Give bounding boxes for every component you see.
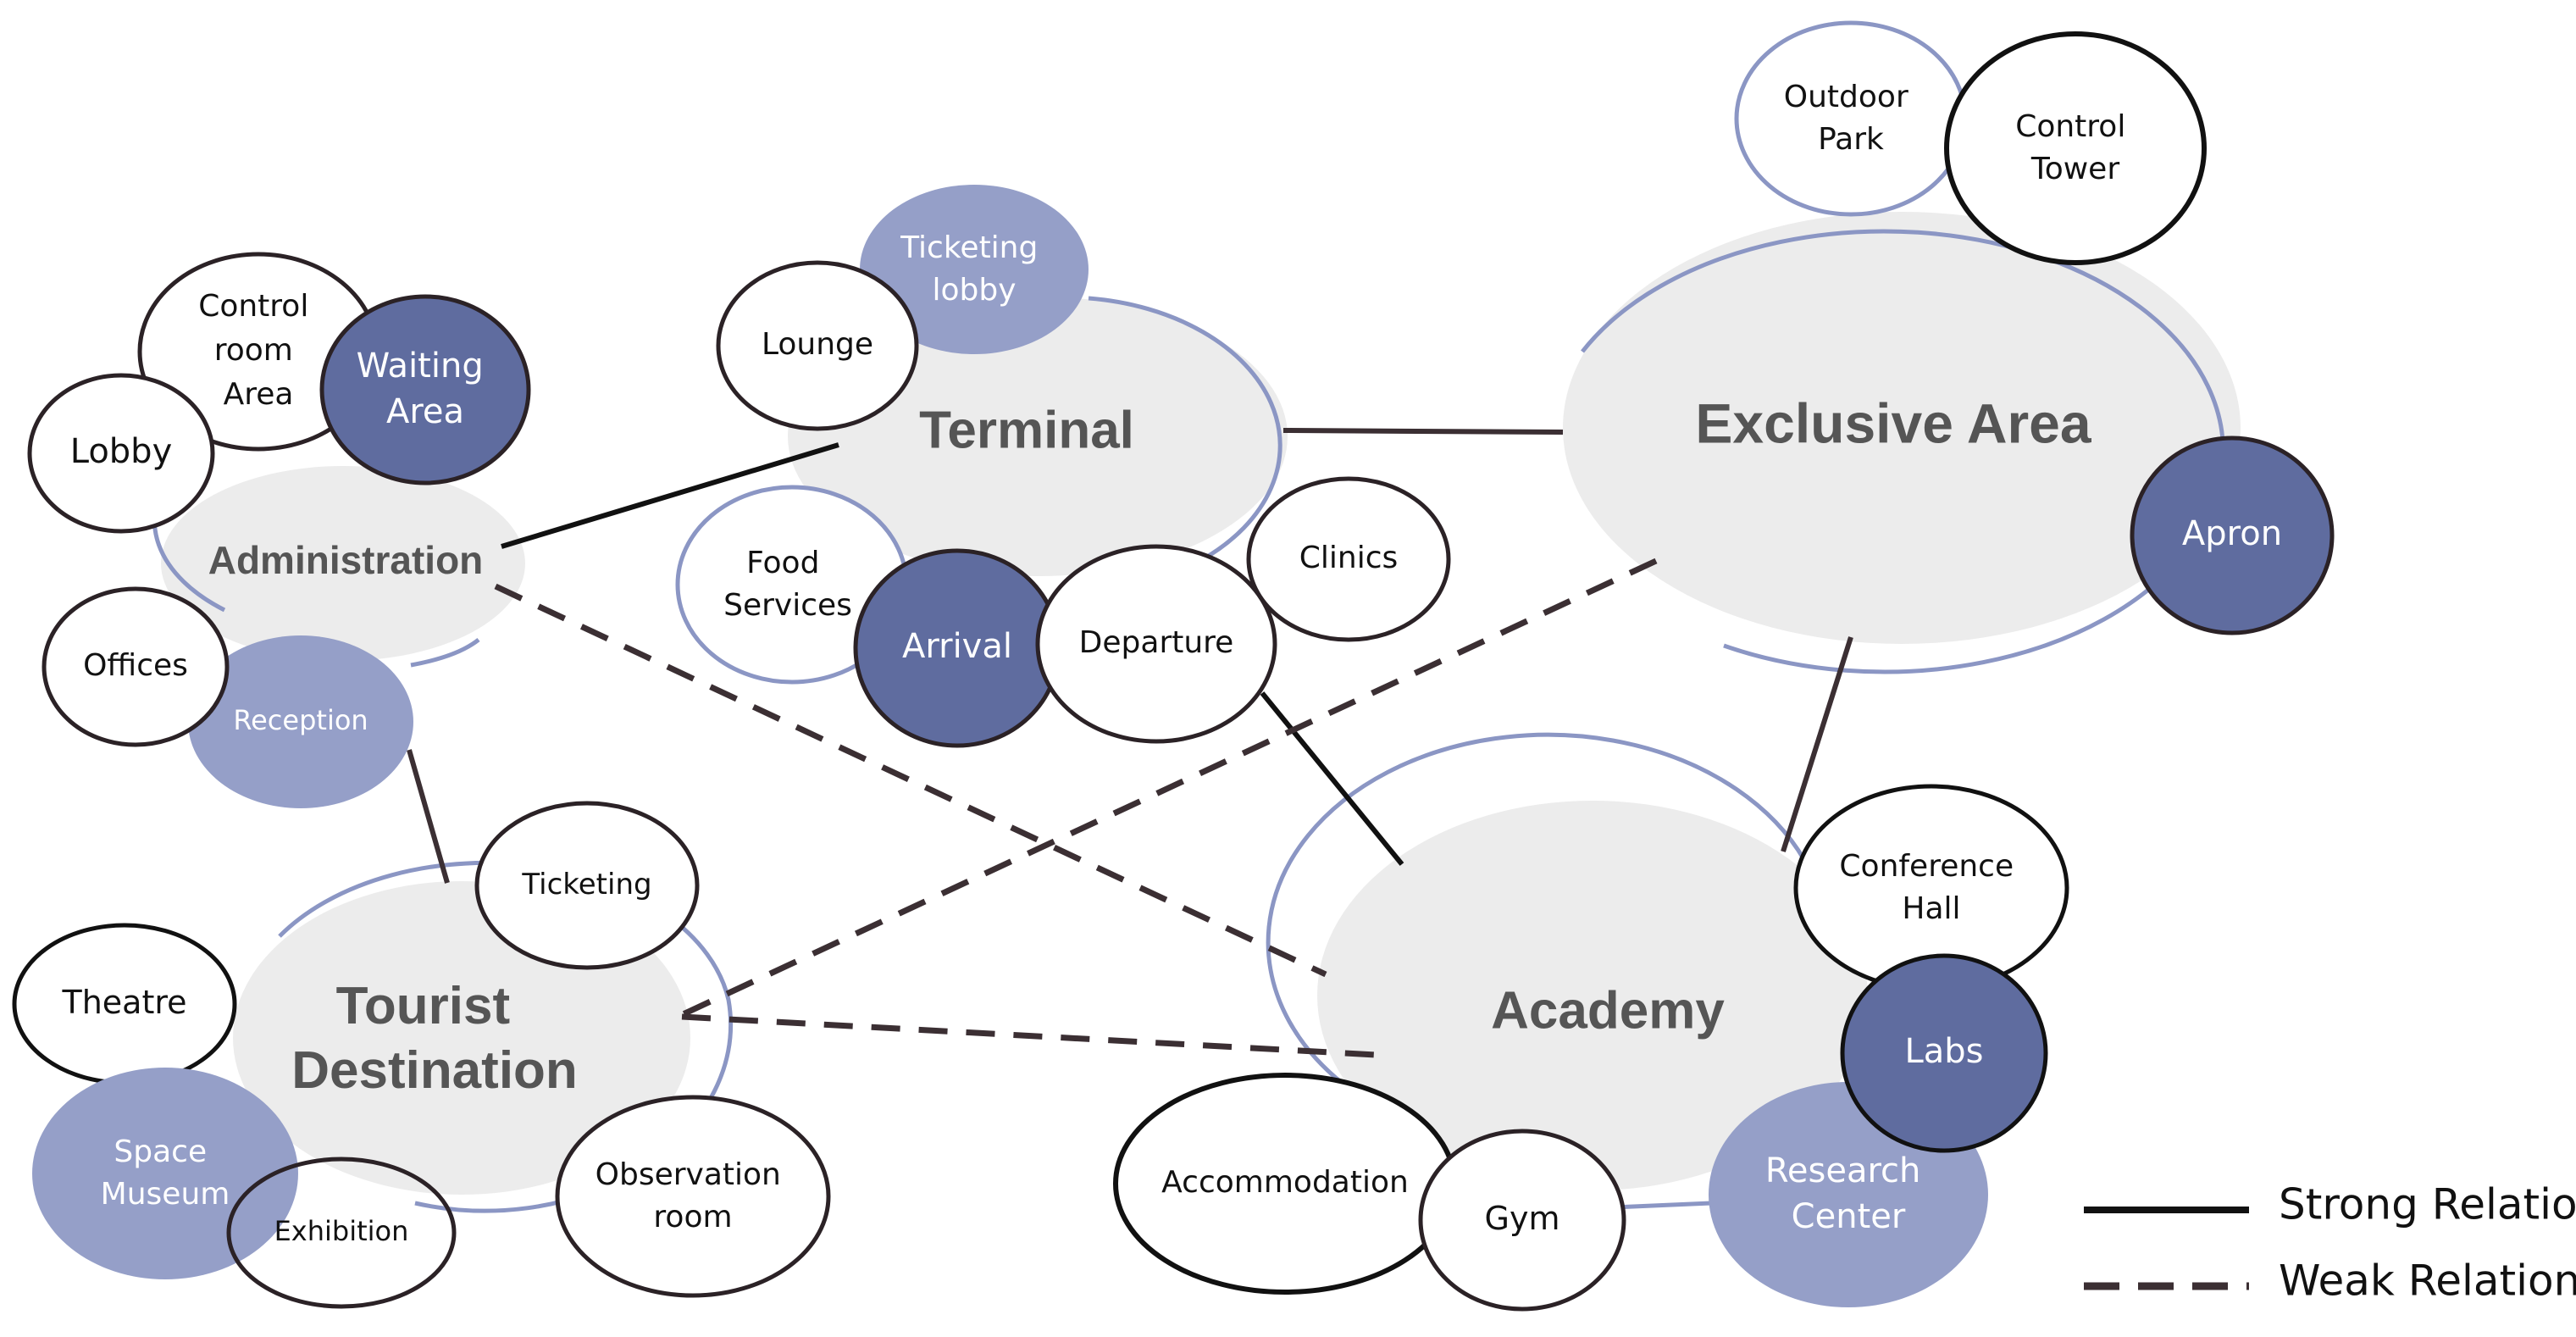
lounge-label: Lounge	[762, 327, 873, 362]
weak-line-exclusive-area-tourist	[676, 558, 1658, 1020]
strong-line-terminal-academy	[1260, 691, 1404, 866]
exclusive-area-ring	[1581, 229, 2225, 674]
ticketing-node[interactable]	[474, 801, 700, 970]
academy-hub	[1317, 801, 1868, 1190]
control-tower-node[interactable]	[1944, 31, 2207, 265]
reception-node[interactable]	[188, 635, 413, 808]
reception-label: Reception	[233, 704, 368, 736]
apron-node[interactable]	[2130, 435, 2335, 635]
theatre-label: Theatre	[61, 984, 186, 1021]
observation-room-label: Observation room	[596, 1157, 791, 1234]
ticketing-lobby-label: Ticketing lobby	[900, 230, 1048, 308]
administration-hub	[161, 466, 525, 661]
research-center-label: Research Center	[1765, 1151, 1931, 1236]
strong-line-administration-terminal	[501, 442, 839, 549]
space-museum-node[interactable]	[32, 1068, 298, 1279]
departure-label: Departure	[1079, 625, 1234, 660]
conference-hall-label: Conference Hall	[1839, 849, 2023, 926]
exclusive-area-hub	[1563, 212, 2241, 644]
offices-node[interactable]	[42, 586, 230, 747]
labs-node[interactable]	[1840, 953, 2048, 1153]
tourist-destination-hub-label: Tourist Destination	[291, 977, 578, 1100]
exhibition-node[interactable]	[226, 1157, 457, 1309]
lounge-node[interactable]	[716, 260, 919, 431]
arrival-label: Arrival	[902, 627, 1012, 666]
relation-lines	[407, 428, 1853, 1058]
ticketing-lobby-node[interactable]	[860, 185, 1089, 354]
strong-line-administration-tourist	[407, 749, 450, 884]
administration-hub-label: Administration	[208, 538, 484, 582]
space-museum-label: Space Museum	[101, 1135, 230, 1212]
labs-label: Labs	[1904, 1032, 1983, 1071]
legend-weak-label: Weak Relation	[2279, 1257, 2576, 1306]
gym-label: Gym	[1485, 1200, 1560, 1237]
waiting-area-label: Waiting Area	[357, 347, 495, 431]
gym-node[interactable]	[1418, 1129, 1626, 1312]
clinics-label: Clinics	[1299, 541, 1399, 575]
weak-line-tourist-academy	[681, 1013, 1377, 1058]
offices-label: Offices	[83, 648, 188, 683]
strong-line-terminal-exclusive-area	[1282, 428, 1564, 435]
academy-ring-bottom	[1613, 1201, 1712, 1210]
outdoor-park-node[interactable]	[1734, 20, 1968, 217]
legend-strong-label: Strong Relation	[2279, 1180, 2576, 1229]
ticketing-label: Ticketing	[521, 868, 651, 902]
exclusive-area-hub-label: Exclusive Area	[1695, 391, 2091, 454]
weak-line-administration-academy	[494, 583, 1327, 978]
strong-line-exclusive-area-academy	[1781, 636, 1853, 852]
hub-labels: Administration Terminal Exclusive Area A…	[208, 391, 2092, 1100]
outdoor-park-label: Outdoor Park	[1784, 80, 1918, 157]
legend: Strong Relation Weak Relation	[2084, 1180, 2576, 1306]
satellite-nodes: Control room Area Waiting Area Lobby Rec…	[12, 20, 2335, 1312]
exhibition-label: Exhibition	[274, 1215, 409, 1247]
terminal-hub-label: Terminal	[919, 401, 1134, 459]
terminal-ring	[1088, 296, 1282, 562]
lobby-node[interactable]	[27, 373, 215, 534]
academy-hub-label: Academy	[1491, 981, 1725, 1040]
academy-ring	[1266, 732, 1807, 1096]
observation-room-node[interactable]	[555, 1095, 831, 1298]
control-room-area-label: Control room Area	[198, 289, 319, 412]
departure-node[interactable]	[1035, 544, 1277, 744]
apron-label: Apron	[2182, 514, 2282, 553]
waiting-area-node[interactable]	[319, 294, 531, 485]
control-tower-label: Control Tower	[2015, 109, 2136, 186]
administration-ring-right	[410, 638, 480, 668]
lobby-label: Lobby	[70, 432, 173, 471]
food-services-label: Food Services	[723, 546, 852, 623]
clinics-node[interactable]	[1246, 476, 1451, 642]
accommodation-label: Accommodation	[1161, 1165, 1409, 1200]
